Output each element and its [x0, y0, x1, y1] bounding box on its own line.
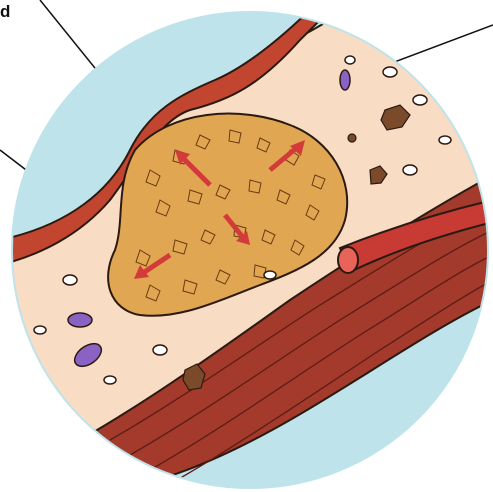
cell-icon: [439, 136, 451, 144]
cell-icon: [63, 275, 77, 285]
cell-icon: [34, 326, 46, 334]
cell-icon: [403, 165, 417, 175]
cell-icon: [264, 271, 276, 279]
cell-icon: [153, 345, 167, 355]
cell-icon: [345, 56, 355, 64]
cell-icon: [340, 70, 350, 90]
small-vessel-opening: [338, 247, 358, 273]
cell-icon: [413, 95, 427, 105]
cell-icon: [68, 313, 92, 327]
cell-icon: [104, 376, 116, 384]
cell-icon: [383, 67, 397, 77]
